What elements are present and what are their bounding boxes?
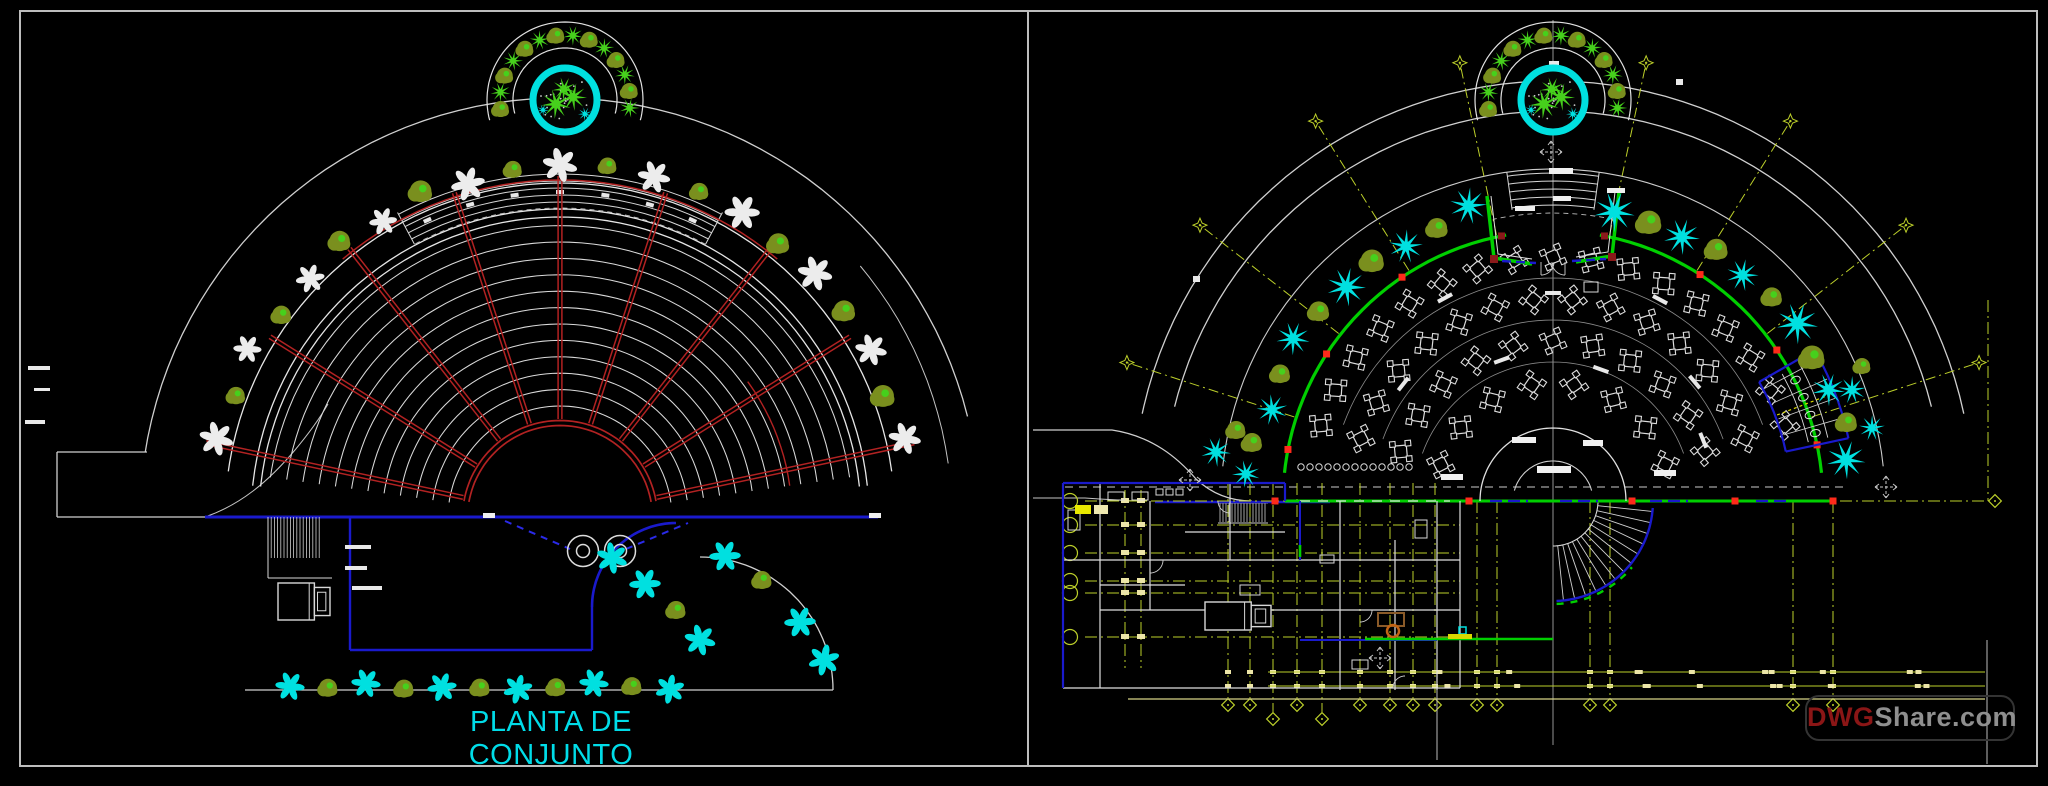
fountain-roundabout	[1474, 21, 1632, 136]
structural-grid	[1061, 54, 2003, 764]
watermark-suffix: Share.com	[1874, 702, 2018, 732]
delivery-truck	[1204, 601, 1272, 631]
stage-area	[1441, 427, 1676, 502]
amphitheater-seating	[227, 173, 893, 503]
site-roads	[25, 97, 969, 691]
sheet-frame	[19, 10, 2038, 767]
curved-staircase	[1553, 502, 1654, 606]
cursor-markers	[1178, 140, 1898, 670]
fountain-roundabout	[486, 21, 644, 136]
left-plan-title: PLANTA DE CONJUNTO	[393, 706, 709, 772]
parked-truck	[277, 582, 331, 621]
amphitheater-red-structure	[205, 176, 915, 503]
service-block	[1061, 463, 1553, 690]
main-entrance	[1485, 168, 1625, 293]
dining-tables	[1308, 242, 1801, 480]
site-vegetation	[199, 147, 921, 704]
floor-plan-vegetation	[1201, 187, 1885, 488]
floor-plan-panel	[1033, 20, 2003, 764]
watermark-badge: DWGShare.com	[1805, 695, 2018, 741]
main-building	[205, 513, 881, 652]
floor-plan-boundary	[1033, 61, 1965, 524]
watermark-prefix: DWG	[1807, 702, 1875, 732]
left-plan-title-text: PLANTA DE CONJUNTO	[468, 706, 634, 771]
dining-hall-walls	[1271, 232, 1837, 505]
site-plan-panel	[25, 21, 969, 704]
